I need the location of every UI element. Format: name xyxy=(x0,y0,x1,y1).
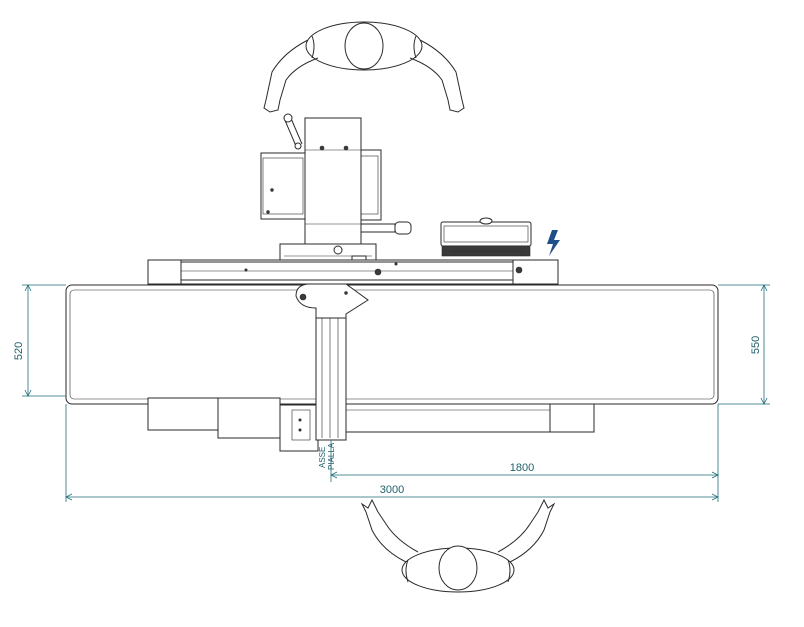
machine-upper-assembly xyxy=(260,113,412,269)
dimension-partial-length: 1800 xyxy=(330,462,719,479)
dimension-label-left-height: 520 xyxy=(13,342,25,360)
dimension-right-height: 550 xyxy=(718,284,770,405)
operator-figure-top xyxy=(263,21,465,113)
axis-label-line1: ASSE xyxy=(318,447,327,468)
lightning-bolt-icon xyxy=(547,230,560,256)
dimension-total-length: 3000 xyxy=(65,404,719,502)
dimension-left-height: 520 xyxy=(13,284,66,397)
dimension-label-right-height: 550 xyxy=(750,336,762,354)
dimension-label-total-length: 3000 xyxy=(380,484,404,496)
dimension-axis-line: ASSE PIALLA xyxy=(318,440,336,482)
dimension-label-partial-length: 1800 xyxy=(510,462,534,474)
planer-guide xyxy=(295,283,369,441)
lower-frame xyxy=(147,397,595,452)
operator-figure-bottom xyxy=(360,498,556,593)
main-table xyxy=(65,284,719,405)
axis-label-line2: PIALLA xyxy=(327,442,336,470)
control-panel xyxy=(440,217,532,257)
cross-rail xyxy=(147,259,559,285)
